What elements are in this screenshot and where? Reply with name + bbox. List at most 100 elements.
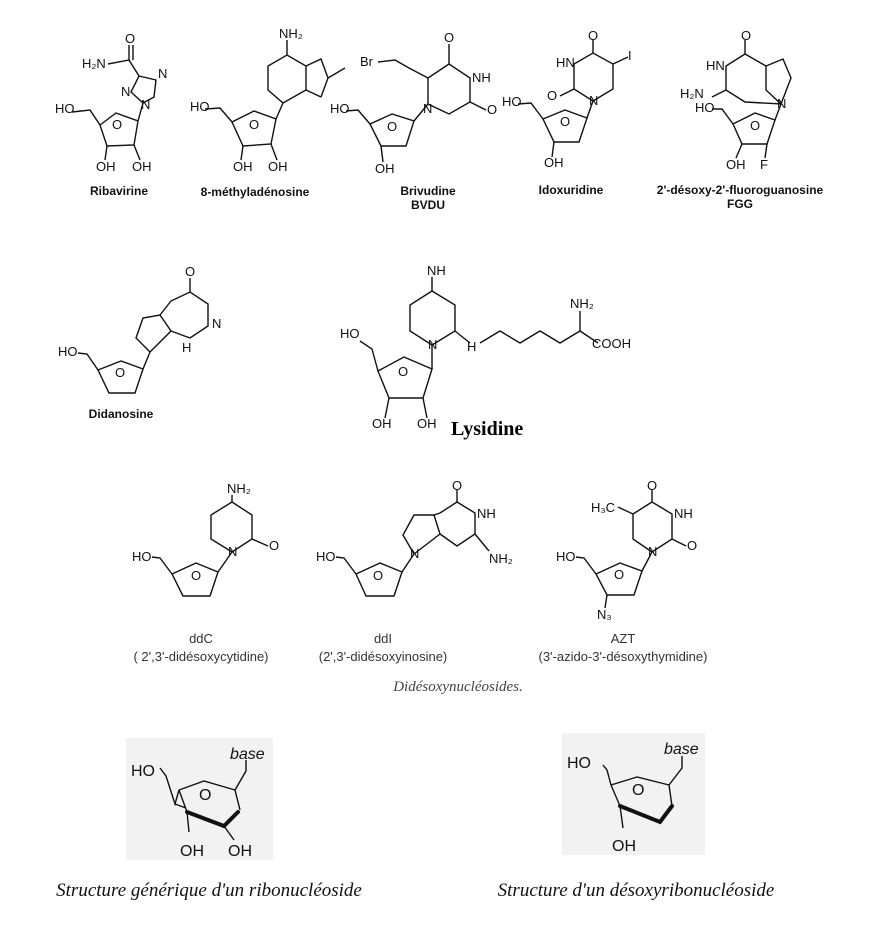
methyladenosine-structure: NH₂ HO O OH OH 8-méthyladénosine (190, 26, 346, 199)
ddc-amine-label: NH₂ (227, 481, 251, 496)
didanosine-n-label: N (212, 316, 221, 331)
ddc-n-label: N (228, 544, 237, 559)
fgg-oh-label: OH (726, 157, 746, 172)
azt-nh-label: NH (674, 506, 693, 521)
lysidine-ring-o-label: O (398, 364, 408, 379)
ribavirine-carbonyl-label: O (125, 31, 135, 46)
lysidine-nh-label: H (467, 339, 476, 354)
idoxuridine-n-label: N (589, 93, 598, 108)
ribonucleoside-generic-structure: base HO O OH OH (126, 738, 273, 860)
methyladenosine-oh-label: OH (233, 159, 253, 174)
idoxuridine-ring-o-label: O (560, 114, 570, 129)
ribonucleoside-oh-label: OH (228, 843, 252, 860)
ddi-amine-label: NH₂ (489, 551, 513, 566)
ribavirine-oh-label: OH (96, 159, 116, 174)
fgg-carbonyl-label: O (741, 28, 751, 43)
lysidine-ho-label: HO (340, 326, 360, 341)
didanosine-ho-label: HO (58, 344, 78, 359)
deoxyribonucleoside-box (562, 733, 705, 855)
ribavirine-ring-o-label: O (112, 117, 122, 132)
ddi-name: ddI (374, 631, 392, 646)
azt-methyl-label: H₃C (591, 500, 615, 515)
ribavirine-name: Ribavirine (90, 184, 148, 198)
lysidine-amine-label: NH₂ (570, 296, 594, 311)
fgg-name: 2'-désoxy-2'-fluoroguanosine (657, 183, 824, 197)
ddi-full-name: (2',3'-didésoxyinosine) (319, 649, 448, 664)
ribavirine-n-label: N (158, 66, 167, 81)
didanosine-nh-label: H (182, 340, 191, 355)
ribonucleoside-box (126, 738, 273, 860)
methyladenosine-ring-o-label: O (249, 117, 259, 132)
azt-n-label: N (648, 544, 657, 559)
ribavirine-amide-label: H₂N (82, 56, 106, 71)
brivudine-carbonyl-label: O (444, 30, 454, 45)
brivudine-structure: Br O NH N O HO O OH Brivudine BVDU (330, 30, 497, 212)
ribonucleoside-ho-label: HO (131, 763, 155, 780)
ribavirine-n-label: N (141, 97, 150, 112)
fgg-ho-label: HO (695, 100, 715, 115)
lysidine-oh-label: OH (417, 416, 437, 431)
idoxuridine-structure: O I HN O N HO O OH Idoxuridine (502, 28, 632, 197)
fgg-amine-label: H₂N (680, 86, 704, 101)
fgg-fluorine-label: F (760, 157, 768, 172)
dideoxynucleosides-caption: Didésoxynucléosides. (392, 679, 523, 695)
ddc-ring-o-label: O (191, 568, 201, 583)
deoxyribonucleoside-ring-o-label: O (632, 782, 644, 799)
ddi-nh-label: NH (477, 506, 496, 521)
methyladenosine-amine-label: NH₂ (279, 26, 303, 41)
methyladenosine-oh-label: OH (268, 159, 288, 174)
brivudine-oh-label: OH (375, 161, 395, 176)
brivudine-nh-label: NH (472, 70, 491, 85)
azt-structure: H₃C O NH N O HO O N₃ AZT (3'-azido-3'-dé… (539, 478, 708, 664)
lysidine-cooh-label: COOH (592, 336, 631, 351)
ddi-carbonyl-label: O (452, 478, 462, 493)
brivudine-abbreviation: BVDU (411, 198, 445, 212)
didanosine-name: Didanosine (89, 407, 154, 421)
azt-carbonyl-label: O (647, 478, 657, 493)
ddi-ho-label: HO (316, 549, 336, 564)
azt-ho-label: HO (556, 549, 576, 564)
deoxyribonucleoside-oh-label: OH (612, 838, 636, 855)
azt-azide-label: N₃ (597, 607, 612, 622)
ribavirine-structure: H₂N O N N N HO O OH OH Ribavirine (55, 31, 167, 198)
lysidine-n-label: N (428, 337, 437, 352)
methyladenosine-ho-label: HO (190, 99, 210, 114)
idoxuridine-name: Idoxuridine (539, 183, 604, 197)
fgg-abbreviation: FGG (727, 197, 753, 211)
deoxyribonucleoside-ho-label: HO (567, 755, 591, 772)
lysidine-imine-label: NH (427, 263, 446, 278)
lysidine-name: Lysidine (451, 418, 523, 440)
fgg-n-label: N (777, 96, 786, 111)
lysidine-structure: NH N H NH₂ COOH HO O OH OH Lysidine (340, 263, 631, 440)
ribonucleoside-oh-label: OH (180, 843, 204, 860)
lysidine-oh-label: OH (372, 416, 392, 431)
fgg-ring-o-label: O (750, 118, 760, 133)
ribavirine-n-label: N (121, 84, 130, 99)
ddc-ho-label: HO (132, 549, 152, 564)
didanosine-carbonyl-label: O (185, 264, 195, 279)
brivudine-name: Brivudine (400, 184, 456, 198)
brivudine-ring-o-label: O (387, 119, 397, 134)
idoxuridine-iodine-label: I (628, 48, 632, 63)
ddc-name: ddC (189, 631, 213, 646)
didanosine-ring-o-label: O (115, 365, 125, 380)
idoxuridine-carbonyl2-label: O (547, 88, 557, 103)
idoxuridine-carbonyl-label: O (588, 28, 598, 43)
azt-name: AZT (611, 631, 636, 646)
azt-carbonyl2-label: O (687, 538, 697, 553)
ddi-structure: O NH NH₂ N HO O ddI (2',3'-didésoxyinosi… (316, 478, 513, 664)
ddc-full-name: ( 2',3'-didésoxycytidine) (133, 649, 268, 664)
deoxyribonucleoside-base-label: base (664, 741, 699, 758)
deoxyribonucleoside-caption: Structure d'un désoxyribonucléoside (498, 880, 775, 901)
ddc-structure: NH₂ N O HO O ddC ( 2',3'-didésoxycytidin… (132, 481, 279, 664)
brivudine-ho-label: HO (330, 101, 350, 116)
ribonucleoside-caption: Structure générique d'un ribonucléoside (56, 880, 362, 901)
ribonucleoside-ring-o-label: O (199, 787, 211, 804)
ribavirine-oh-label: OH (132, 159, 152, 174)
fgg-hn-label: HN (706, 58, 725, 73)
ddi-ring-o-label: O (373, 568, 383, 583)
fgg-structure: O HN H₂N N HO O OH F 2'-désoxy-2'-fluoro… (657, 28, 824, 211)
idoxuridine-hn-label: HN (556, 55, 575, 70)
methyladenosine-name: 8-méthyladénosine (201, 185, 310, 199)
